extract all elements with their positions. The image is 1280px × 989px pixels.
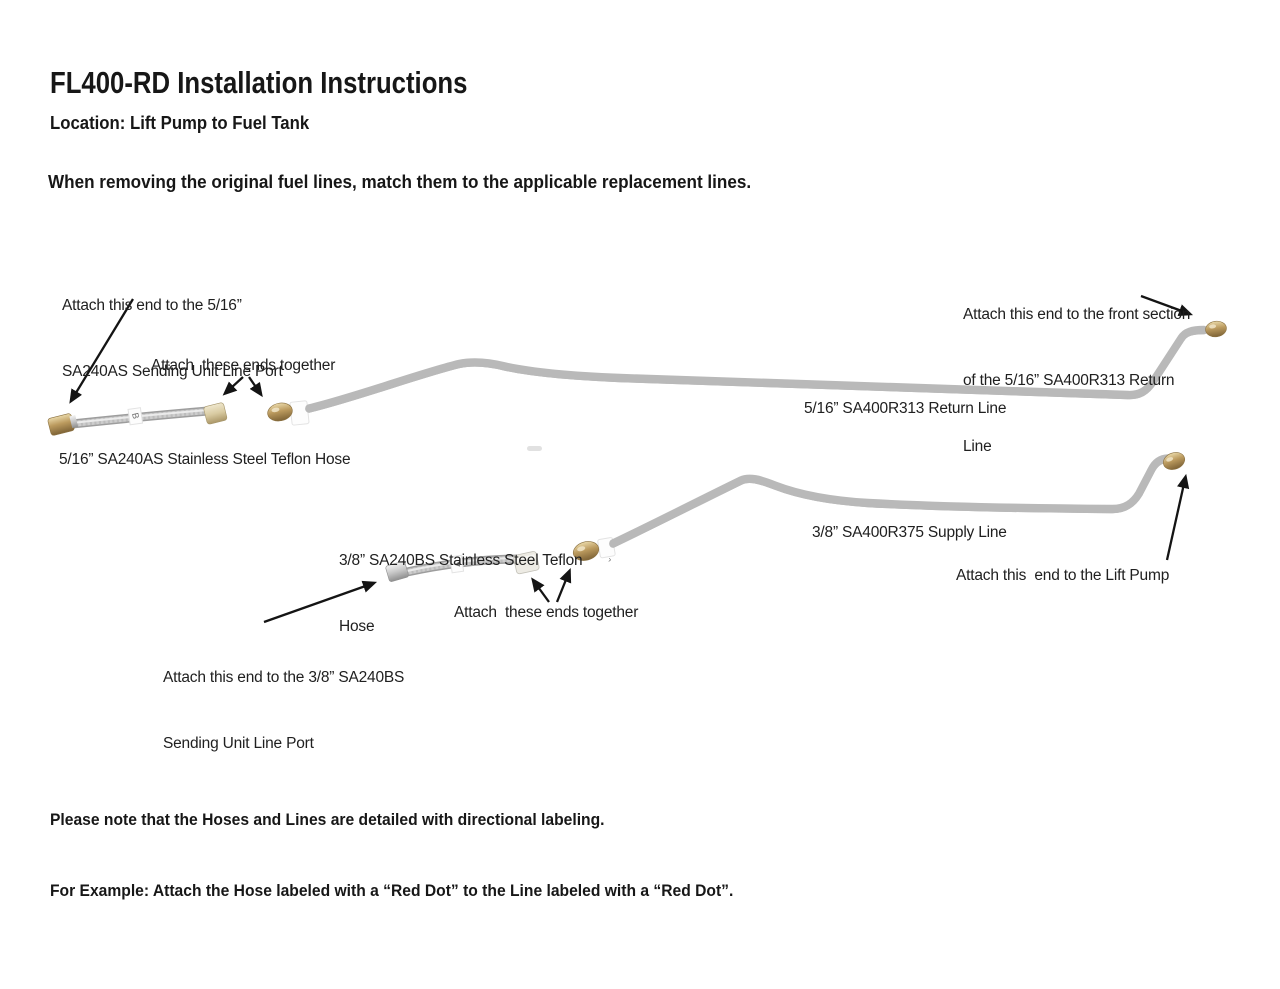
return-line-rear-fitting [267, 402, 293, 422]
annotation-line: Attach this end to the front section [963, 306, 1191, 323]
arrow-to-hose-5-16-left-end [69, 298, 134, 404]
note-line: For Example: Attach the Hose labeled wit… [50, 880, 734, 900]
label-hose-5-16: 5/16” SA240AS Stainless Steel Teflon Hos… [59, 451, 351, 468]
annotation-arrows [69, 294, 1194, 624]
note-line: Please note that the Hoses and Lines are… [50, 810, 605, 829]
arrow-attach-bottom-right [555, 568, 572, 603]
annotation-line: Attach this end to the 3/8” SA240BS [163, 669, 405, 686]
supply-line-band-mark: › [608, 554, 612, 564]
annotation-attach-together-top: Attach these ends together [151, 357, 336, 374]
annotation-attach-lift-pump: Attach this end to the Lift Pump [956, 567, 1170, 584]
annotation-attach-return-front: Attach this end to the front section of … [963, 260, 1190, 502]
supply-line-front-fitting [1162, 452, 1186, 470]
hose-3-8-band-mark: ◄ [452, 558, 462, 569]
arrow-attach-top-right [248, 376, 263, 398]
annotation-line: Line [963, 438, 992, 455]
directional-labeling-note: Please note that the Hoses and Lines are… [50, 761, 733, 949]
return-line-5-16 [267, 320, 1227, 426]
hose-5-16-right-fitting [203, 402, 228, 425]
arrow-attach-top-left [222, 376, 244, 396]
label-hose-3-8: 3/8” SA240BS Stainless Steel Teflon Hose [339, 506, 583, 682]
label-return-line: 5/16” SA400R313 Return Line [804, 400, 1007, 417]
location-subtitle: Location: Lift Pump to Fuel Tank [50, 113, 310, 133]
annotation-line: of the 5/16” SA400R313 Return [963, 372, 1175, 389]
hose-3-8-right-fitting [513, 551, 540, 575]
annotation-line: Sending Unit Line Port [163, 735, 314, 752]
annotation-attach-3-8-port: Attach this end to the 3/8” SA240BS Send… [163, 623, 404, 799]
return-line-front-fitting [1205, 320, 1227, 338]
hose-3-8-teflon: ◄ [385, 551, 540, 582]
hose-5-16-left-fitting [47, 413, 79, 436]
arrow-to-lift-pump-end [1165, 473, 1190, 561]
supply-line-3-8: › [572, 452, 1186, 564]
hose-3-8-left-fitting [385, 561, 409, 582]
annotation-line: 3/8” SA240BS Stainless Steel Teflon [339, 552, 583, 569]
hose-5-16-band-letter: B [130, 412, 141, 420]
annotation-line: Hose [339, 618, 375, 635]
stray-mark [527, 446, 542, 451]
return-line-collar [289, 400, 310, 426]
annotation-attach-5-16-port: Attach this end to the 5/16” SA240AS Sen… [62, 251, 283, 427]
arrow-attach-bottom-left [531, 577, 550, 603]
arrow-to-hose-3-8-left-end [263, 580, 378, 624]
annotation-line: SA240AS Sending Unit Line Port [62, 363, 283, 380]
warning-text: When removing the original fuel lines, m… [48, 172, 752, 192]
hose-5-16-teflon: B [47, 402, 228, 436]
label-supply-line: 3/8” SA400R375 Supply Line [812, 524, 1007, 541]
annotation-attach-together-bottom: Attach these ends together [454, 604, 639, 621]
hose-5-16-band: B [127, 407, 144, 426]
arrow-to-return-line-front [1140, 294, 1194, 317]
page-title: FL400-RD Installation Instructions [50, 65, 468, 100]
supply-line-rear-fitting [572, 541, 600, 561]
hose-3-8-band: ◄ [449, 554, 465, 574]
annotation-line: Attach this end to the 5/16” [62, 297, 242, 314]
